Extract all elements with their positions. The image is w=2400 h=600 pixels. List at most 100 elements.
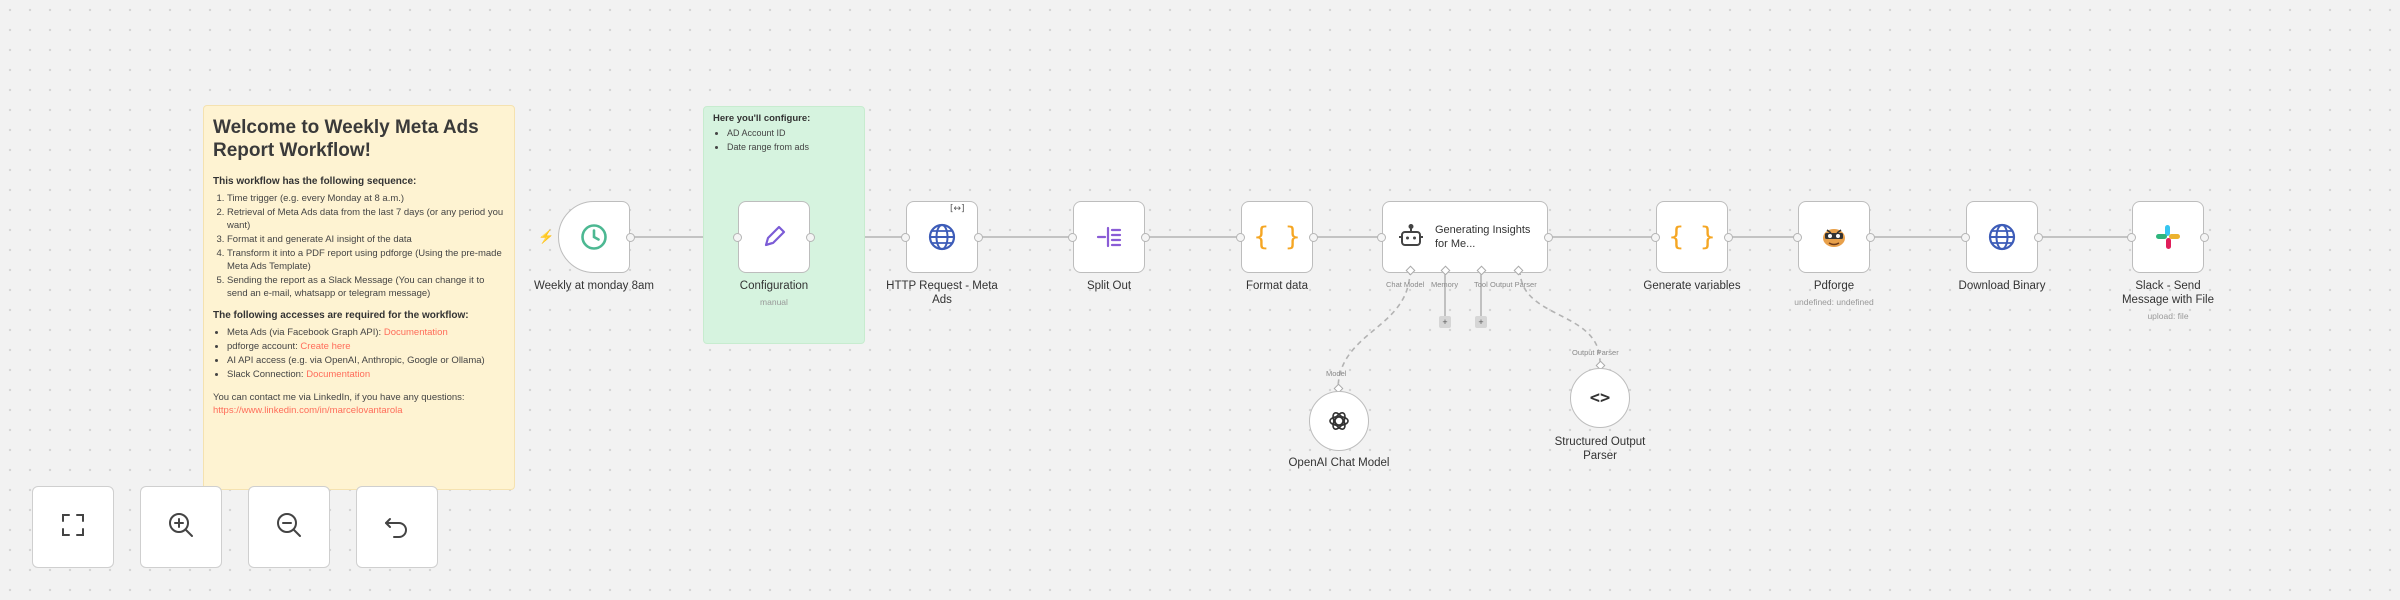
node-title: Generating Insights for Me... xyxy=(1435,224,1531,250)
input-handle[interactable] xyxy=(1377,233,1386,242)
configure-item: AD Account ID xyxy=(727,127,855,140)
zoom-out-icon xyxy=(274,510,304,545)
output-handle[interactable] xyxy=(1309,233,1318,242)
access-heading: The following accesses are required for … xyxy=(213,310,469,321)
port-label-output-parser: Output Parser xyxy=(1572,348,1619,357)
contact-label: You can contact me via LinkedIn, if you … xyxy=(213,392,465,403)
access-text: Meta Ads (via Facebook Graph API): xyxy=(227,327,384,338)
access-text: AI API access (e.g. via OpenAI, Anthropi… xyxy=(227,355,485,366)
slack-icon xyxy=(2154,223,2182,251)
braces-icon: { } xyxy=(1253,222,1301,252)
input-handle[interactable] xyxy=(2127,233,2136,242)
braces-icon: { } xyxy=(1668,222,1716,252)
sequence-heading: This workflow has the following sequence… xyxy=(213,176,417,187)
node-weekly-trigger[interactable] xyxy=(558,201,630,273)
node-label: Split Out xyxy=(1086,280,1132,292)
pencil-icon xyxy=(759,222,789,252)
node-label: Format data xyxy=(1246,280,1308,292)
api-arrows-icon: [↔] xyxy=(950,204,965,214)
split-icon xyxy=(1094,222,1124,252)
zoom-in-button[interactable] xyxy=(140,486,222,568)
create-account-link[interactable]: Create here xyxy=(300,341,351,352)
output-handle[interactable] xyxy=(1724,233,1733,242)
trigger-bolt-icon: ⚡ xyxy=(538,229,555,244)
zoom-out-button[interactable] xyxy=(248,486,330,568)
node-ai-agent[interactable]: Generating Insights for Me... xyxy=(1382,201,1548,273)
node-label: HTTP Request - Meta Ads xyxy=(886,280,998,306)
input-handle[interactable] xyxy=(1961,233,1970,242)
node-label: Download Binary xyxy=(1958,280,2046,292)
node-label: Configuration xyxy=(739,280,809,292)
configure-list: AD Account ID Date range from ads xyxy=(713,127,855,154)
contact-text: You can contact me via LinkedIn, if you … xyxy=(213,391,505,417)
port-label-output-parser: Output Parser xyxy=(1490,280,1537,289)
configure-heading: Here you'll configure: xyxy=(713,113,811,124)
access-text: pdforge account: xyxy=(227,341,301,352)
globe-icon xyxy=(927,222,957,252)
sequence-step: Sending the report as a Slack Message (Y… xyxy=(227,274,505,300)
node-slack-send-message[interactable] xyxy=(2132,201,2204,273)
node-download-binary[interactable] xyxy=(1966,201,2038,273)
documentation-link[interactable]: Documentation xyxy=(306,369,371,380)
output-handle[interactable] xyxy=(1866,233,1875,242)
output-handle[interactable] xyxy=(2034,233,2043,242)
output-handle[interactable] xyxy=(974,233,983,242)
sequence-step: Transform it into a PDF report using pdf… xyxy=(227,247,505,273)
configure-item: Date range from ads xyxy=(727,141,855,154)
port-label-chat-model: Chat Model xyxy=(1386,280,1425,289)
output-handle[interactable] xyxy=(1141,233,1150,242)
node-structured-output-parser[interactable]: <> xyxy=(1570,368,1630,428)
input-handle[interactable] xyxy=(1651,233,1660,242)
node-label: Weekly at monday 8am xyxy=(534,280,654,292)
node-label: Pdforge xyxy=(1813,280,1855,292)
documentation-link[interactable]: Documentation xyxy=(383,327,448,338)
output-handle[interactable] xyxy=(806,233,815,242)
reset-zoom-button[interactable] xyxy=(356,486,438,568)
pdforge-icon xyxy=(1819,222,1849,252)
node-http-request-meta-ads[interactable] xyxy=(906,201,978,273)
access-list: Meta Ads (via Facebook Graph API): Docum… xyxy=(213,326,505,381)
zoom-to-fit-button[interactable] xyxy=(32,486,114,568)
node-pdforge[interactable] xyxy=(1798,201,1870,273)
input-handle[interactable] xyxy=(733,233,742,242)
output-handle[interactable] xyxy=(1544,233,1553,242)
node-subtitle: upload: file xyxy=(2147,311,2189,321)
output-handle[interactable] xyxy=(2200,233,2209,242)
linkedin-link[interactable]: https://www.linkedin.com/in/marcelovanta… xyxy=(213,405,403,416)
fit-icon xyxy=(59,511,87,544)
node-configuration[interactable] xyxy=(738,201,810,273)
input-handle[interactable] xyxy=(1236,233,1245,242)
sequence-step: Format it and generate AI insight of the… xyxy=(227,233,505,246)
sequence-step: Time trigger (e.g. every Monday at 8 a.m… xyxy=(227,192,505,205)
globe-icon xyxy=(1987,222,2017,252)
node-subtitle: manual xyxy=(760,297,788,307)
sequence-list: Time trigger (e.g. every Monday at 8 a.m… xyxy=(213,192,505,300)
output-handle[interactable] xyxy=(626,233,635,242)
welcome-title: Welcome to Weekly Meta Ads Report Workfl… xyxy=(213,117,479,161)
node-split-out[interactable] xyxy=(1073,201,1145,273)
access-item: pdforge account: Create here xyxy=(227,340,505,353)
clock-icon xyxy=(579,222,609,252)
node-label: OpenAI Chat Model xyxy=(1288,457,1390,469)
node-label: Slack - Send Message with File xyxy=(2121,280,2215,306)
welcome-sticky-note[interactable]: Welcome to Weekly Meta Ads Report Workfl… xyxy=(203,105,515,490)
sequence-step: Retrieval of Meta Ads data from the last… xyxy=(227,206,505,232)
add-tool-button[interactable]: + xyxy=(1475,316,1487,328)
port-label-model: Model xyxy=(1326,369,1347,378)
robot-icon xyxy=(1397,223,1425,251)
node-label: Structured Output Parser xyxy=(1554,436,1646,462)
node-openai-chat-model[interactable] xyxy=(1309,391,1369,451)
add-memory-button[interactable]: + xyxy=(1439,316,1451,328)
node-label: Generate variables xyxy=(1643,280,1741,292)
node-generate-variables[interactable]: { } xyxy=(1656,201,1728,273)
port-label-memory: Memory xyxy=(1431,280,1459,289)
input-handle[interactable] xyxy=(1793,233,1802,242)
input-handle[interactable] xyxy=(901,233,910,242)
access-text: Slack Connection: xyxy=(227,369,307,380)
input-handle[interactable] xyxy=(1068,233,1077,242)
access-item: Slack Connection: Documentation xyxy=(227,368,505,381)
port-label-tool: Tool xyxy=(1474,280,1488,289)
node-format-data[interactable]: { } xyxy=(1241,201,1313,273)
code-icon: <> xyxy=(1589,388,1611,408)
